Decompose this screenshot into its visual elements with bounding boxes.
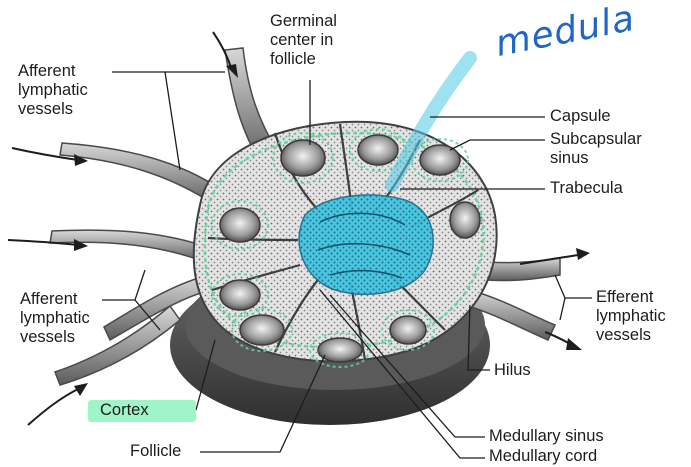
label-trabecula: Trabecula — [550, 179, 623, 198]
medulla — [299, 195, 433, 294]
label-afferent-lymphatic-vessels-top: Afferent lymphatic vessels — [18, 62, 88, 119]
label-efferent-lymphatic-vessels: Efferent lymphatic vessels — [596, 288, 666, 345]
label-follicle: Follicle — [130, 442, 181, 461]
label-medullary-cord: Medullary cord — [489, 447, 597, 466]
label-subcapsular-sinus: Subcapsular sinus — [550, 130, 642, 168]
label-hilus: Hilus — [494, 361, 531, 380]
label-afferent-lymphatic-vessels-bottom: Afferent lymphatic vessels — [20, 290, 90, 347]
label-cortex: Cortex — [100, 401, 149, 420]
label-germinal-center: Germinal center in follicle — [270, 12, 337, 69]
label-capsule: Capsule — [550, 107, 611, 126]
label-medullary-sinus: Medullary sinus — [489, 427, 604, 446]
